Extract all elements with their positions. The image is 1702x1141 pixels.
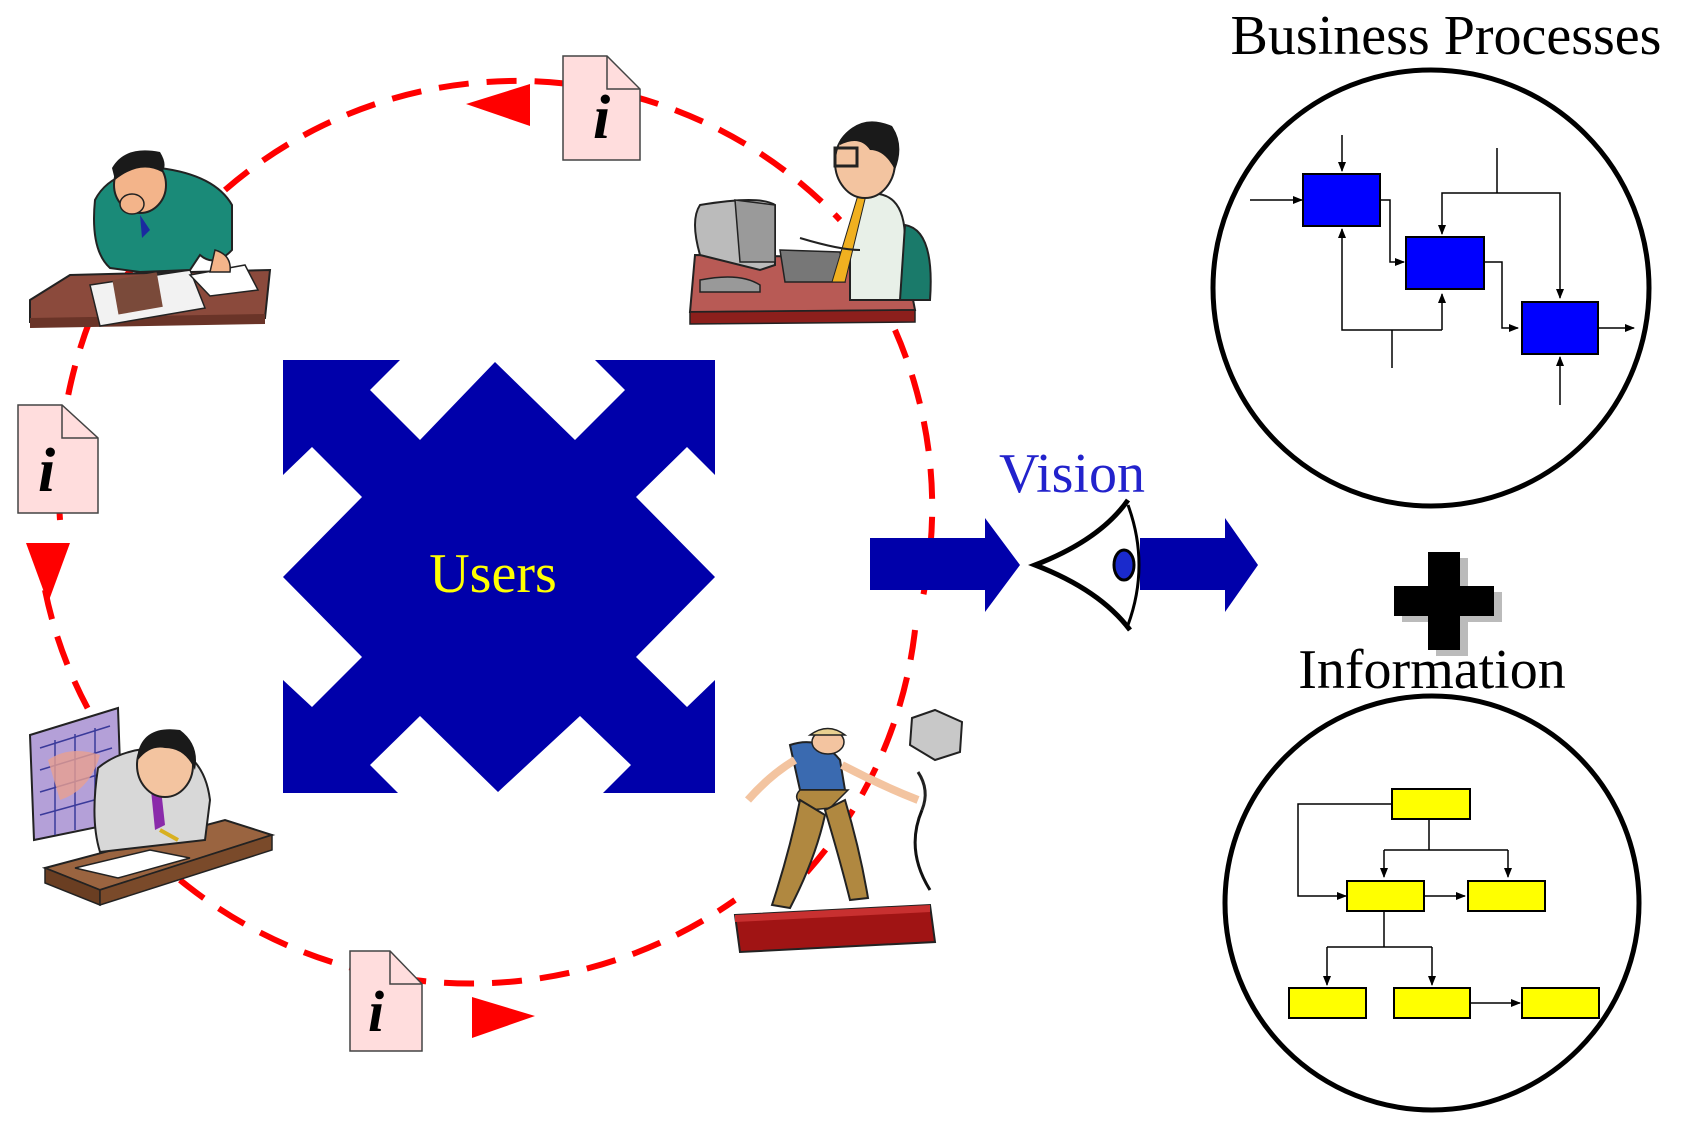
entity-box bbox=[1391, 788, 1471, 820]
process-box bbox=[1521, 301, 1599, 355]
cycle-arrowhead-top bbox=[466, 84, 530, 126]
construction-worker-beam-icon bbox=[733, 708, 964, 954]
process-box bbox=[1302, 173, 1381, 227]
analyst-with-map-icon bbox=[28, 706, 276, 907]
svg-text:i: i bbox=[593, 84, 610, 152]
entity-box bbox=[1346, 880, 1425, 912]
plus-icon bbox=[1394, 552, 1502, 656]
hierarchy-diagram-icon bbox=[1288, 788, 1600, 1019]
entity-box bbox=[1393, 987, 1471, 1019]
svg-text:i: i bbox=[38, 437, 55, 505]
entity-box bbox=[1288, 987, 1367, 1019]
eye-icon bbox=[1028, 498, 1141, 632]
manager-reading-document-icon bbox=[29, 150, 272, 328]
office-worker-computer-icon bbox=[688, 121, 932, 325]
info-document-icon: i bbox=[562, 55, 641, 161]
users-label: Users bbox=[429, 543, 557, 605]
entity-box bbox=[1521, 987, 1600, 1019]
info-document-icon: i bbox=[17, 404, 99, 514]
information-title: Information bbox=[1298, 639, 1565, 701]
process-box bbox=[1405, 236, 1485, 290]
vision-label: Vision bbox=[999, 443, 1145, 505]
entity-box bbox=[1467, 880, 1546, 912]
business-processes-title: Business Processes bbox=[1231, 5, 1662, 67]
info-document-icon: i bbox=[349, 950, 423, 1052]
svg-text:i: i bbox=[368, 979, 384, 1044]
cycle-arrowhead-left bbox=[26, 543, 70, 603]
vision-arrow-right bbox=[1140, 518, 1258, 612]
four-way-arrow-icon bbox=[283, 360, 715, 793]
process-flow-diagram-icon bbox=[1250, 135, 1635, 405]
information-circle bbox=[1222, 693, 1642, 1113]
cycle-arrowhead-bottom bbox=[472, 997, 535, 1038]
vision-arrow-left bbox=[870, 518, 1020, 612]
